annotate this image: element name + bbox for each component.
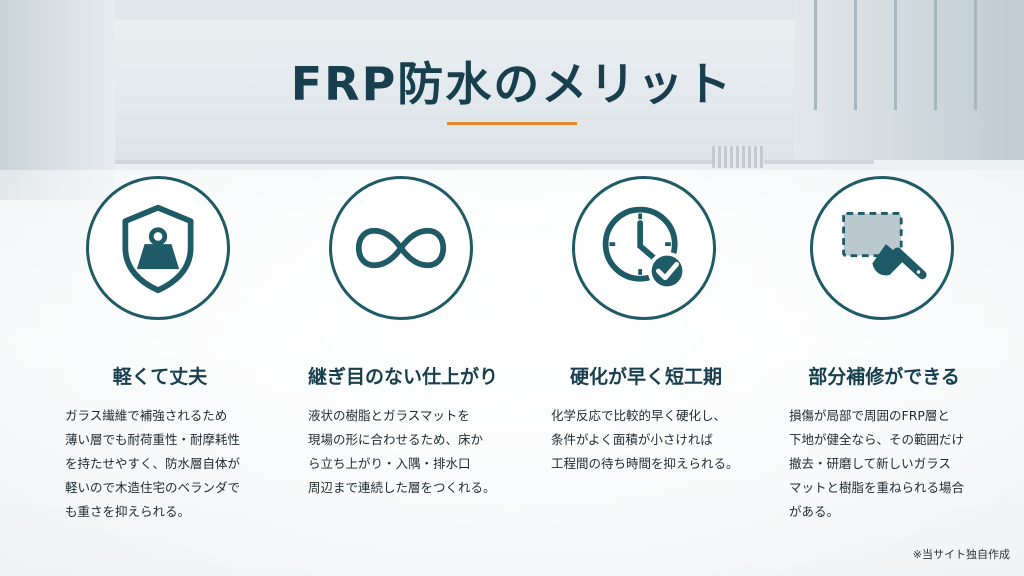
clock-check-icon [602, 206, 687, 291]
infinity-icon [355, 227, 447, 269]
card-heading: 硬化が早く短工期 [569, 366, 722, 388]
icon-circle [810, 176, 954, 320]
title-underline [447, 122, 577, 125]
card-description: ガラス繊維で補強されるため 薄い層でも耐荷重性・耐摩耗性 を持たせやすく、防水層… [65, 408, 241, 519]
icon-circle [86, 176, 230, 320]
brush-patch-icon [842, 212, 927, 280]
page-title: FRP防水のメリット [290, 57, 734, 111]
card-description: 液状の樹脂とガラスマットを 現場の形に合わせるため、床か ら立ち上がり・入隅・排… [308, 408, 496, 495]
background-railing-right [794, 0, 1024, 160]
source-note: ※当サイト独自作成 [912, 548, 1010, 561]
card-heading: 部分補修ができる [808, 366, 960, 388]
icon-circle [572, 176, 716, 320]
drain-vent [712, 146, 764, 168]
background-railing-left [0, 0, 115, 200]
shield-weight-icon [122, 204, 194, 294]
icon-circle [329, 176, 473, 320]
card-heading: 継ぎ目のない仕上がり [307, 366, 498, 388]
card-description: 損傷が局部で周囲のFRP層と 下地が健全なら、その範囲だけ 撤去・研磨して新しい… [789, 408, 965, 519]
background-wall [110, 20, 874, 164]
card-description: 化学反応で比較的早く硬化し、 条件がよく面積が小さければ 工程間の待ち時間を抑え… [551, 408, 739, 471]
card-heading: 軽くて丈夫 [112, 366, 208, 388]
